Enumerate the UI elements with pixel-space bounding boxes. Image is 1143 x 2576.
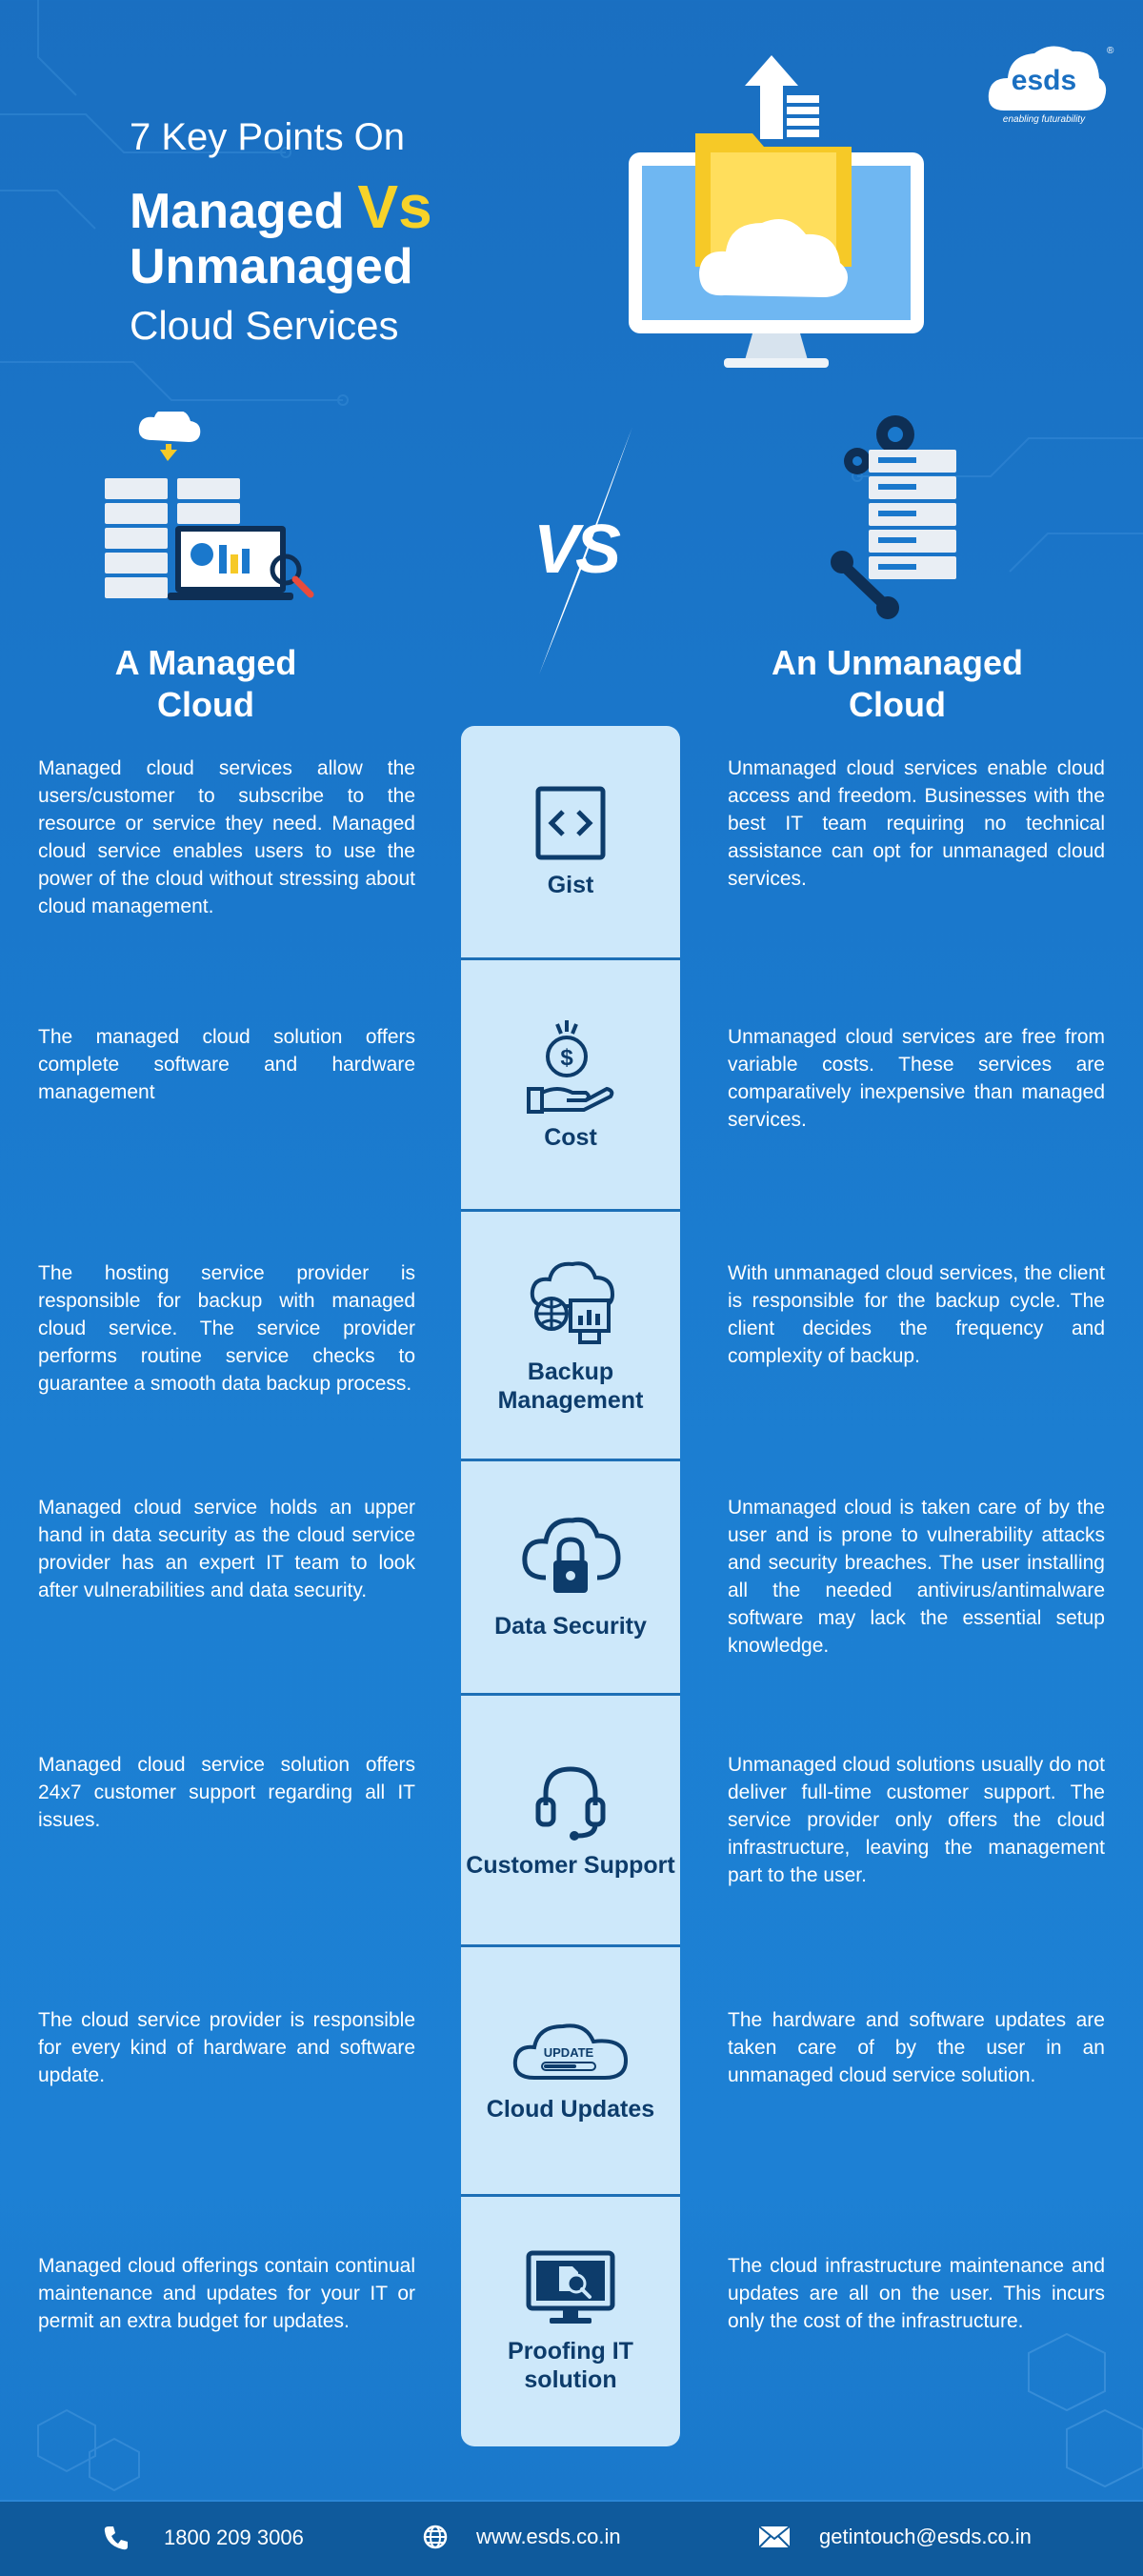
- vs-badge-text: VS: [533, 512, 621, 588]
- managed-server-icon: [105, 412, 314, 600]
- managed-text-backup: The hosting service provider is responsi…: [38, 1262, 415, 1395]
- cloud-lock-icon: [522, 1517, 621, 1593]
- managed-text-cost: The managed cloud solution offers comple…: [38, 1026, 415, 1103]
- footer-phone[interactable]: 1800 209 3006: [103, 2525, 304, 2551]
- vs-badge-icon: [539, 427, 632, 674]
- managed-text-customer-support: Managed cloud service solution offers 24…: [38, 1754, 415, 1831]
- footer-website-text: www.esds.co.in: [476, 2525, 621, 2548]
- logo-text: esds: [1011, 65, 1077, 96]
- managed-text-cloud-updates: The cloud service provider is responsibl…: [38, 2009, 415, 2086]
- unmanaged-text-data-security: Unmanaged cloud is taken care of by the …: [728, 1497, 1105, 1657]
- svg-text:$: $: [560, 1045, 573, 1071]
- segment-label-cost: Cost: [544, 1123, 597, 1151]
- unmanaged-server-icon: [831, 415, 956, 619]
- logo-cloud-icon: [988, 46, 1107, 111]
- unmanaged-cloud-heading: An Unmanaged Cloud: [716, 642, 1078, 726]
- monitor-search-icon: [526, 2250, 615, 2324]
- hexagon-decoration-left: [37, 2408, 140, 2492]
- unmanaged-text-customer-support: Unmanaged cloud solutions usually do not…: [728, 1754, 1105, 1886]
- dollar-hand-icon: $: [527, 1019, 614, 1114]
- logo-registered-mark: ®: [1107, 46, 1114, 56]
- unmanaged-text-gist: Unmanaged cloud services enable cloud ac…: [728, 757, 1105, 890]
- logo-tagline: enabling futurability: [1002, 114, 1086, 125]
- unmanaged-text-cost: Unmanaged cloud services are free from v…: [728, 1026, 1105, 1131]
- segment-cost: $ Cost: [461, 960, 680, 1212]
- footer-bar: 1800 209 3006 www.esds.co.in getintouch@…: [0, 2500, 1143, 2576]
- unmanaged-text-backup: With unmanaged cloud services, the clien…: [728, 1262, 1105, 1367]
- code-icon: [535, 786, 606, 859]
- unmanaged-heading-line-1: An Unmanaged: [771, 643, 1024, 682]
- segment-label-data-security: Data Security: [494, 1612, 647, 1640]
- footer-email-text: getintouch@esds.co.in: [819, 2525, 1032, 2548]
- esds-logo[interactable]: esds enabling futurability ®: [985, 36, 1113, 128]
- update-icon-text: UPDATE: [544, 2045, 594, 2060]
- hexagon-decoration: [1028, 2332, 1143, 2488]
- segment-label-backup: Backup Management: [497, 1358, 644, 1414]
- cloud-update-icon: UPDATE: [512, 2023, 629, 2080]
- unmanaged-text-proofing-it: The cloud infrastructure maintenance and…: [728, 2255, 1105, 2332]
- footer-phone-text: 1800 209 3006: [164, 2526, 304, 2549]
- unmanaged-text-cloud-updates: The hardware and software updates are ta…: [728, 2009, 1105, 2086]
- segment-proofing-it: Proofing IT solution: [461, 2197, 680, 2446]
- managed-cloud-heading: A Managed Cloud: [25, 642, 387, 726]
- segment-backup: Backup Management: [461, 1212, 680, 1461]
- segment-cloud-updates: UPDATE Cloud Updates: [461, 1947, 680, 2197]
- title-line-4: Cloud Services: [130, 303, 399, 348]
- comparison-center-panel: Gist $ Cost Backup Management: [461, 726, 680, 2446]
- managed-heading-line-1: A Managed: [114, 643, 297, 682]
- phone-icon: [104, 2526, 128, 2550]
- segment-customer-support: Customer Support: [461, 1696, 680, 1947]
- segment-label-customer-support: Customer Support: [466, 1851, 675, 1879]
- segment-label-proofing-it: Proofing IT solution: [508, 2338, 633, 2393]
- managed-text-gist: Managed cloud services allow the users/c…: [38, 757, 415, 917]
- managed-text-proofing-it: Managed cloud offerings contain continua…: [38, 2255, 415, 2332]
- cloud-backup-icon: [530, 1260, 615, 1344]
- monitor-folder-cloud-icon: [629, 55, 924, 368]
- segment-data-security: Data Security: [461, 1461, 680, 1696]
- title-line-3: Unmanaged: [130, 239, 413, 294]
- headset-icon: [535, 1765, 606, 1841]
- segment-label-cloud-updates: Cloud Updates: [486, 2095, 655, 2123]
- mail-icon: [758, 2526, 791, 2548]
- title-line-1: 7 Key Points On: [130, 116, 406, 158]
- managed-text-data-security: Managed cloud service holds an upper han…: [38, 1497, 415, 1601]
- managed-heading-line-2: Cloud: [157, 685, 254, 724]
- footer-email[interactable]: getintouch@esds.co.in: [758, 2525, 1032, 2549]
- unmanaged-heading-line-2: Cloud: [849, 685, 946, 724]
- segment-label-gist: Gist: [547, 871, 594, 898]
- title-vs: Vs: [357, 172, 432, 241]
- circuit-background: [0, 0, 1143, 573]
- title-managed: Managed: [130, 184, 345, 239]
- globe-icon: [423, 2525, 448, 2549]
- footer-website[interactable]: www.esds.co.in: [423, 2525, 621, 2549]
- segment-gist: Gist: [461, 726, 680, 960]
